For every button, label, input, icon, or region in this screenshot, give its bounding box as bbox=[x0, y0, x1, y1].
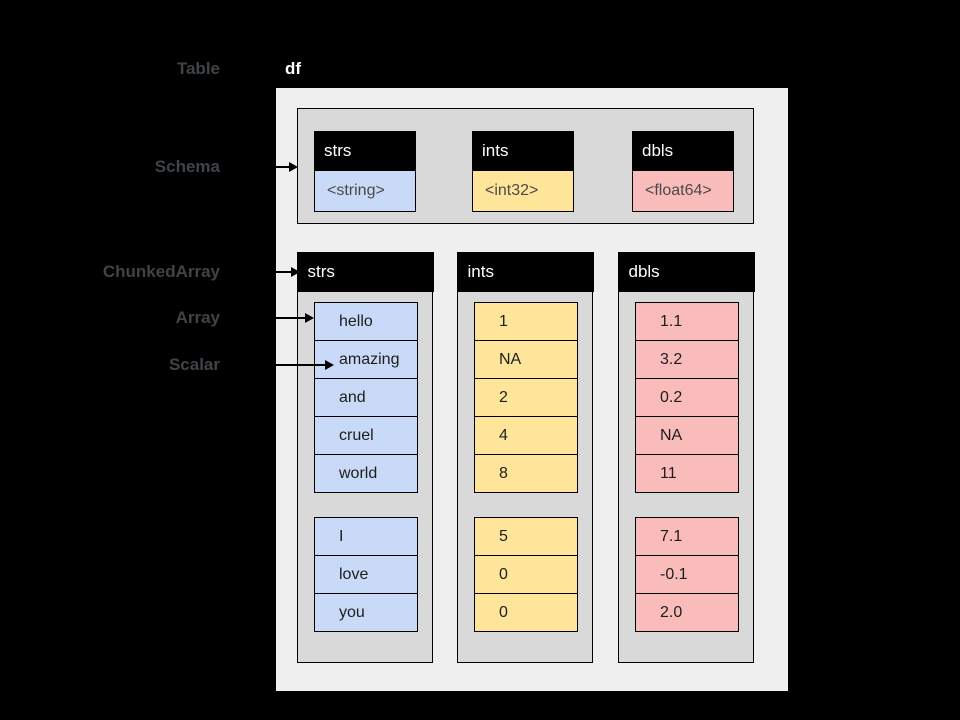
label-chunked-array: ChunkedArray bbox=[102, 262, 220, 281]
scalar-cell: I bbox=[314, 516, 418, 556]
schema-field-name: dbls bbox=[632, 131, 734, 171]
scalar-cell: world bbox=[314, 453, 418, 493]
scalar-cell: cruel bbox=[314, 415, 418, 455]
label-table: Table bbox=[176, 59, 220, 78]
chunked-column-header: ints bbox=[456, 251, 594, 292]
chunked-column-header: strs bbox=[296, 251, 434, 292]
scalar-cell: 5 bbox=[474, 516, 578, 556]
schema-field-type: <string> bbox=[314, 171, 416, 212]
schema-arrow bbox=[230, 162, 298, 172]
scalar-cell: 0 bbox=[474, 592, 578, 632]
schema-field-name: ints bbox=[472, 131, 574, 171]
schema-field-dbls: dbls<float64> bbox=[632, 131, 734, 212]
schema-field-type: <int32> bbox=[472, 171, 574, 212]
chunked-column-header: dbls bbox=[617, 251, 755, 292]
scalar-cell: 8 bbox=[474, 453, 578, 493]
scalar-cell: 2 bbox=[474, 377, 578, 417]
scalar-cell: 3.2 bbox=[635, 339, 739, 379]
schema-field-type: <float64> bbox=[632, 171, 734, 212]
label-array: Array bbox=[175, 308, 220, 327]
scalar-cell: you bbox=[314, 592, 418, 632]
scalar-cell: 2.0 bbox=[635, 592, 739, 632]
scalar-cell: love bbox=[314, 554, 418, 594]
schema-field-strs: strs<string> bbox=[314, 131, 416, 212]
schema-field-ints: ints<int32> bbox=[472, 131, 574, 212]
array-arrow bbox=[230, 313, 314, 323]
scalar-arrow bbox=[230, 360, 334, 370]
scalar-cell: 4 bbox=[474, 415, 578, 455]
scalar-cell: NA bbox=[474, 339, 578, 379]
scalar-cell: 1.1 bbox=[635, 301, 739, 341]
chunked-array-arrow bbox=[230, 267, 300, 277]
scalar-cell: 1 bbox=[474, 301, 578, 341]
scalar-cell: 11 bbox=[635, 453, 739, 493]
scalar-cell: 7.1 bbox=[635, 516, 739, 556]
label-scalar: Scalar bbox=[168, 355, 220, 374]
scalar-cell: 0.2 bbox=[635, 377, 739, 417]
scalar-cell: 0 bbox=[474, 554, 578, 594]
scalar-cell: hello bbox=[314, 301, 418, 341]
schema-field-name: strs bbox=[314, 131, 416, 171]
scalar-cell: and bbox=[314, 377, 418, 417]
scalar-cell: NA bbox=[635, 415, 739, 455]
scalar-cell: -0.1 bbox=[635, 554, 739, 594]
table-name-label: df bbox=[285, 59, 302, 78]
scalar-cell: amazing bbox=[314, 339, 418, 379]
label-schema: Schema bbox=[154, 157, 220, 176]
schema-panel: strs<string> ints<int32> dbls<float64> bbox=[297, 108, 754, 224]
